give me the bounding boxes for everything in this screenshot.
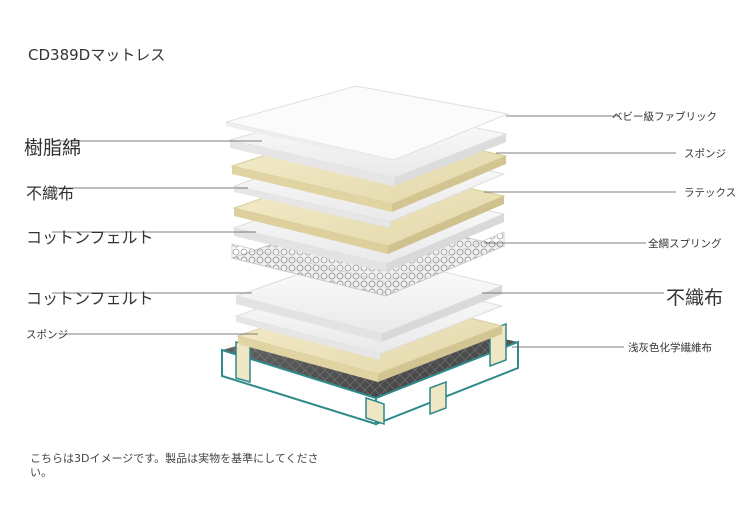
label-sponge-right: スポンジ <box>684 148 726 160</box>
page-title: CD389Dマットレス <box>28 46 166 64</box>
label-baby-fabric: ベビー級ファブリック <box>612 111 717 123</box>
label-nonwoven-right: 不織布 <box>666 287 724 309</box>
label-resin-cotton: 樹脂綿 <box>24 137 82 159</box>
layer-baby-fabric <box>225 85 510 164</box>
leader-lines <box>52 115 676 348</box>
label-gray-fiber-cloth: 浅灰色化学繊維布 <box>628 342 712 354</box>
label-nonwoven-left: 不織布 <box>26 184 75 203</box>
label-spring: 全綱スプリング <box>648 238 722 250</box>
label-cotton-felt-upper: コットンフェルト <box>26 228 154 247</box>
label-sponge-left: スポンジ <box>26 329 68 341</box>
label-latex: ラテックス <box>684 187 737 199</box>
label-cotton-felt-lower: コットンフェルト <box>26 289 154 308</box>
disclaimer-note: こちらは3Dイメージです。製品は実物を基準にしてください。 <box>30 452 319 479</box>
